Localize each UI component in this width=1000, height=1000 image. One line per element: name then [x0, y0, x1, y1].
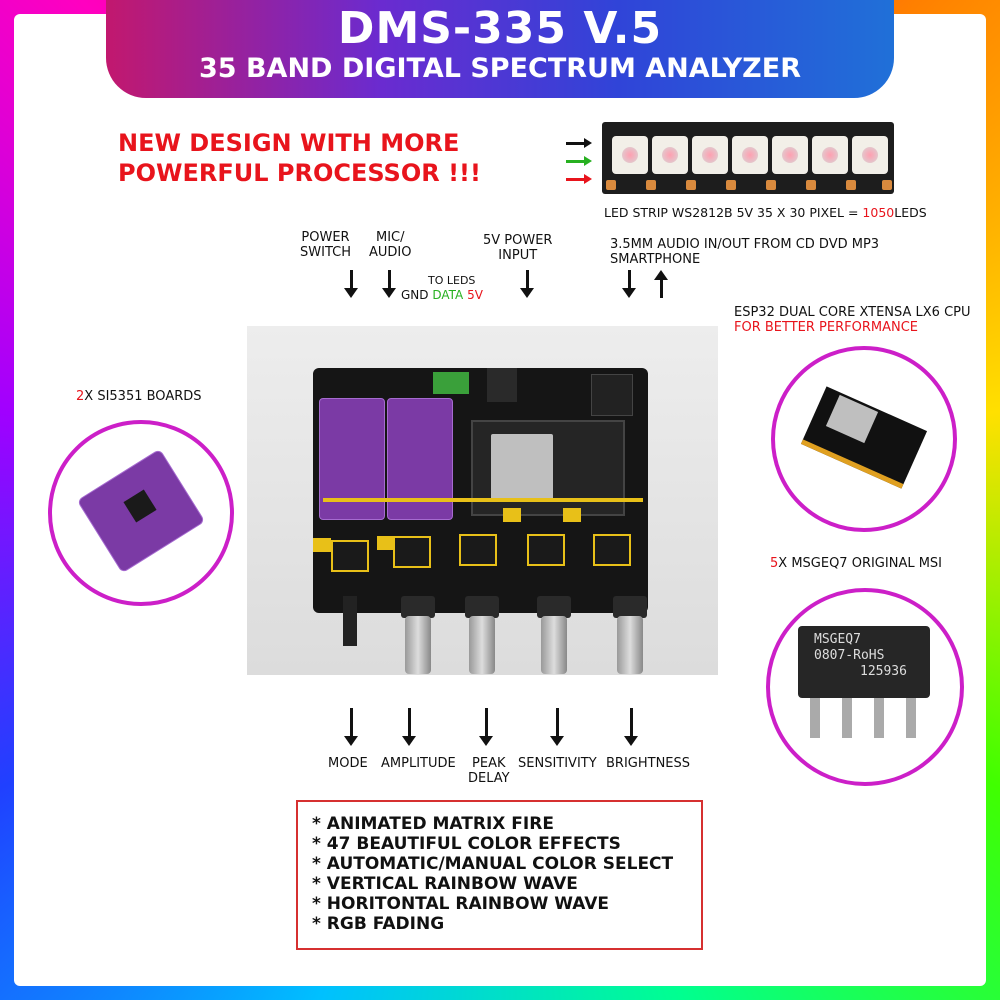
sensitivity-label: SENSITIVITY — [518, 756, 597, 771]
led-connector-label: GND DATA 5V — [401, 288, 483, 302]
power-switch-label: POWER SWITCH — [300, 230, 351, 260]
feature-item: * HORITONTAL RAINBOW WAVE — [312, 894, 610, 914]
si5351-label: 2X SI5351 BOARDS — [76, 389, 202, 404]
page-title: DMS-335 V.5 — [337, 3, 663, 54]
arrow-red-icon — [566, 174, 592, 184]
headline: NEW DESIGN WITH MORE POWERFUL PROCESSOR … — [118, 128, 481, 188]
features-box: * ANIMATED MATRIX FIRE * 47 BEAUTIFUL CO… — [296, 800, 703, 950]
amplitude-label: AMPLITUDE — [381, 756, 456, 771]
audio-io-label: 3.5MM AUDIO IN/OUT FROM CD DVD MP3 SMART… — [610, 237, 880, 267]
headline-line-1: NEW DESIGN WITH MORE — [118, 129, 460, 157]
arrow-black-icon — [566, 138, 592, 148]
pcb-board — [313, 368, 648, 613]
headline-line-2: POWERFUL PROCESSOR !!! — [118, 159, 481, 187]
mode-label: MODE — [328, 756, 368, 771]
mic-audio-label: MIC/ AUDIO — [369, 230, 412, 260]
power-input-label: 5V POWER INPUT — [483, 233, 553, 263]
esp32-label: ESP32 DUAL CORE XTENSA LX6 CPU FOR BETTE… — [734, 305, 971, 335]
title-banner: DMS-335 V.5 35 BAND DIGITAL SPECTRUM ANA… — [106, 0, 894, 98]
chip-marking-line-2: 0807-RoHS — [814, 648, 885, 663]
feature-item: * 47 BEAUTIFUL COLOR EFFECTS — [312, 834, 621, 854]
led-strip-image — [602, 122, 894, 194]
brightness-label: BRIGHTNESS — [606, 756, 691, 771]
si5351-board-photo — [48, 420, 234, 606]
feature-item: * VERTICAL RAINBOW WAVE — [312, 874, 578, 894]
feature-item: * ANIMATED MATRIX FIRE — [312, 814, 554, 834]
led-strip-caption: LED STRIP WS2812B 5V 35 X 30 PIXEL = 105… — [604, 205, 927, 220]
peak-delay-label: PEAK DELAY — [468, 756, 510, 786]
feature-item: * RGB FADING — [312, 914, 445, 934]
msgeq7-label: 5X MSGEQ7 ORIGINAL MSI — [770, 556, 943, 571]
to-leds-label: TO LEDS — [428, 274, 476, 287]
msgeq7-chip-photo: MSGEQ7 0807-RoHS 125936 — [766, 588, 964, 786]
chip-marking-line-3: 125936 — [860, 664, 907, 679]
chip-marking-line-1: MSGEQ7 — [814, 632, 861, 647]
pcb-photo — [247, 326, 718, 675]
page-subtitle: 35 BAND DIGITAL SPECTRUM ANALYZER — [199, 53, 801, 84]
arrow-green-icon — [566, 156, 592, 166]
feature-item: * AUTOMATIC/MANUAL COLOR SELECT — [312, 854, 674, 874]
esp32-board-photo — [771, 346, 957, 532]
